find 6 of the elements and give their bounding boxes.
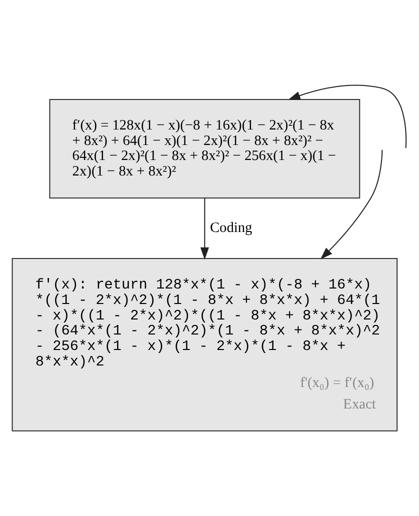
arrow (288, 84, 407, 148)
node-box: f'(x): return 128*x*(1 - x)*(-8 + 16*x) *((1 - 2*x)^2)*(1 - 8*x + 8*x*x) + 64*(1 - x)*((1 - 2*x)^2)*((1 - 8*x + 8*x*x)^2) - (64*x*(1 - 2*x)^2)*(1 - 8*x + 8*x*x)^2 - 256*x*(1 - x)*(1 - 2*x)*(1 - 8*x + 8*x*x)^2 f'(x₀) = f′(x₀) Exact (12, 258, 398, 432)
edge-label: Coding (210, 220, 252, 236)
node-box: f′(x) = 128x(1 − x)(−8 + 16x)(1 − 2x)²(1 − 8x + 8x²) + 64(1 − x)(1 − 2x)²(1 − 8x + 8x²)² − 64x(1 − 2x)²(1 − 8x + 8x²)² − 256x(1 − x)(1 − 2x)(1 − 8x + 8x²)² (49, 98, 360, 198)
arrow (320, 150, 383, 260)
arrow (200, 198, 209, 260)
